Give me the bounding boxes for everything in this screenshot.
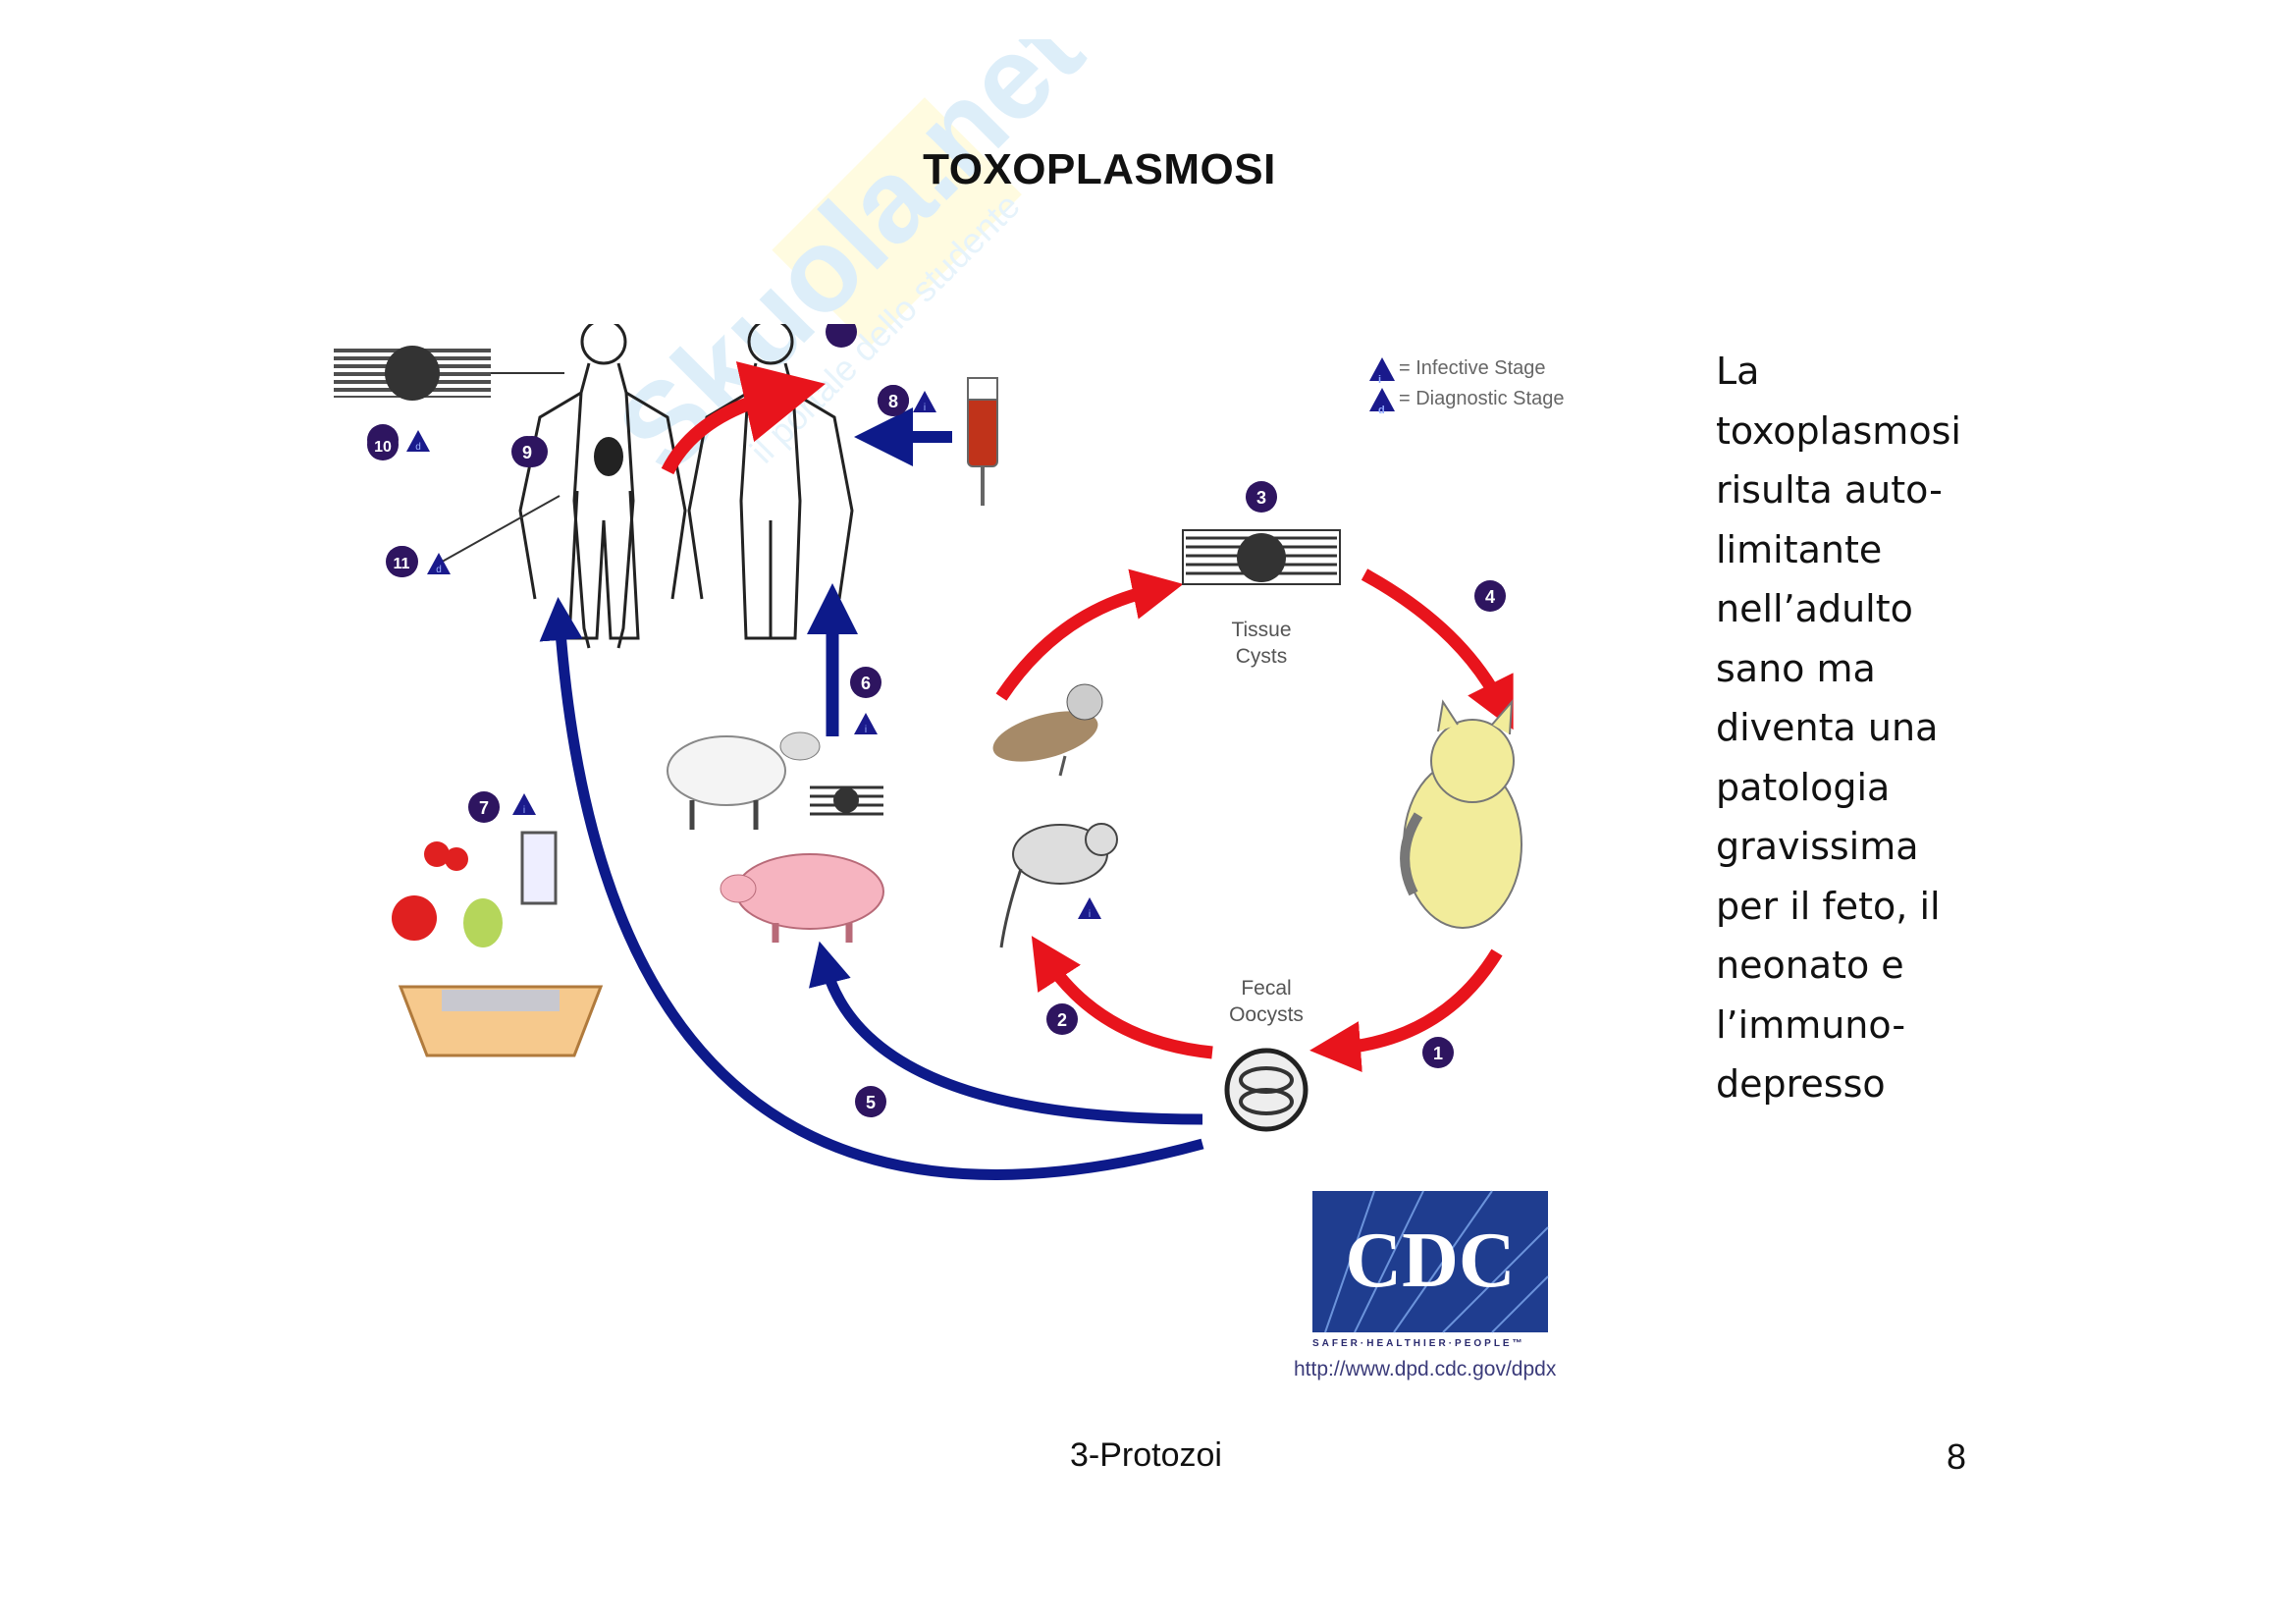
diagnostic-stage-icon: d [1369, 387, 1395, 416]
svg-text:6: 6 [861, 674, 871, 693]
legend-diagnostic: d = Diagnostic Stage [1369, 384, 1565, 416]
human-figure-pregnant [518, 324, 687, 649]
step-badge-3: 3 [1246, 481, 1277, 513]
oocyst-icon [1224, 1048, 1308, 1132]
body-text-line: l’immuno- [1716, 1002, 1906, 1047]
mouse-icon [999, 823, 1118, 948]
legend: i = Infective Stage d = Diagnostic Stage [1369, 353, 1565, 416]
legend-infective-label: = Infective Stage [1399, 357, 1546, 379]
arrow-step-7 [539, 597, 1204, 1180]
arrow-step-5 [809, 941, 1203, 1125]
bird-icon [992, 683, 1103, 777]
infective-stage-icon: i [854, 713, 878, 735]
step-badge-3 [826, 324, 857, 348]
watermark: Skuola.net il portale dello studente [593, 39, 1099, 497]
tissue-cyst-icon [1182, 529, 1341, 585]
body-text-line: La [1716, 350, 1760, 393]
arrow-step-2 [1031, 936, 1213, 1059]
watermark-yellow-block [772, 97, 1022, 348]
infective-stage-icon: i [1078, 897, 1101, 920]
svg-text:5: 5 [866, 1093, 876, 1112]
body-text-line: neonato e [1716, 944, 1904, 987]
water-glass-icon [520, 831, 558, 905]
body-text-line: sano ma [1716, 646, 1876, 690]
infective-stage-icon: i [1369, 356, 1395, 386]
arrow-step-1 [1309, 948, 1503, 1073]
body-text: La toxoplasmosi risulta auto-limitante nell… [1716, 342, 2010, 1114]
cdc-logo: CDC [1312, 1190, 1549, 1333]
svg-text:i: i [1089, 909, 1091, 920]
step-badge-5: 5 [855, 1086, 886, 1117]
cdc-url[interactable]: http://www.dpd.cdc.gov/dpdx [1294, 1358, 1557, 1380]
footer-section: 3-Protozoi [1070, 1436, 1222, 1474]
tissue-cyst-human [334, 346, 491, 401]
svg-text:2: 2 [1057, 1010, 1067, 1030]
svg-text:i: i [924, 403, 926, 413]
body-text-line: limitante [1716, 527, 1883, 571]
step-badge-4: 4 [1474, 580, 1506, 612]
tissue-cysts-label-line: Cysts [1235, 645, 1288, 668]
step-badge-1: 1 [1422, 1037, 1454, 1068]
life-cycle-diagram: 10 d 9 11 d 8 i [334, 324, 998, 649]
diagnostic-stage-icon: d [427, 553, 451, 575]
body-text-line: patologia [1716, 765, 1891, 809]
diagnostic-stage-icon: d [406, 430, 430, 453]
body-text-line: per il feto, il [1716, 884, 1941, 928]
svg-text:1: 1 [1433, 1044, 1443, 1063]
svg-text:4: 4 [1485, 587, 1495, 607]
slide-title: TOXOPLASMOSI [923, 145, 1276, 193]
body-text-line: toxoplasmosi [1716, 408, 1961, 453]
svg-text:CDC: CDC [1345, 1217, 1515, 1304]
svg-text:7: 7 [479, 798, 489, 818]
step-badge-2: 2 [1046, 1003, 1078, 1035]
page-number: 8 [1947, 1436, 1967, 1477]
litter-box-icon [398, 985, 604, 1057]
fecal-oocysts-label-line: Oocysts [1229, 1003, 1304, 1026]
svg-text:d: d [436, 565, 442, 575]
fecal-oocysts-label: Fecal Oocysts [1217, 975, 1315, 1028]
fetus-icon [594, 437, 623, 476]
cat-icon [1400, 699, 1522, 929]
arrow-step-3 [661, 361, 826, 475]
body-text-line: diventa una [1716, 706, 1939, 749]
body-text-line: gravissima [1716, 825, 1919, 868]
infective-stage-icon: i [913, 391, 936, 413]
blood-bag-icon [967, 377, 998, 506]
body-text-line: depresso [1716, 1062, 1886, 1106]
fecal-oocysts-label-line: Fecal [1241, 977, 1292, 1000]
tissue-cysts-label: Tissue Cysts [1212, 617, 1310, 670]
tissue-cyst-small-icon [810, 785, 883, 816]
svg-text:i: i [523, 805, 525, 816]
svg-text:3: 3 [1256, 488, 1266, 508]
step-badge-7: 7 [468, 791, 500, 823]
legend-infective: i = Infective Stage [1369, 353, 1564, 386]
svg-text:i: i [865, 725, 867, 735]
infective-stage-icon: i [512, 793, 536, 816]
fruit-icon [392, 841, 503, 947]
step-badge-6: 6 [850, 667, 881, 698]
pig-icon [720, 853, 884, 943]
tissue-cysts-label-line: Tissue [1231, 619, 1292, 641]
body-text-line: nell’adulto [1716, 587, 1913, 630]
body-text-line: risulta auto- [1716, 468, 1943, 512]
cdc-tagline: SAFER·HEALTHIER·PEOPLE™ [1312, 1338, 1525, 1349]
arrow-step-3 [995, 568, 1184, 701]
pointer-line [436, 495, 561, 566]
svg-text:d: d [415, 442, 421, 453]
arrow-step-4 [1361, 568, 1514, 730]
legend-diagnostic-label: = Diagnostic Stage [1399, 388, 1565, 409]
sheep-icon [667, 731, 821, 830]
